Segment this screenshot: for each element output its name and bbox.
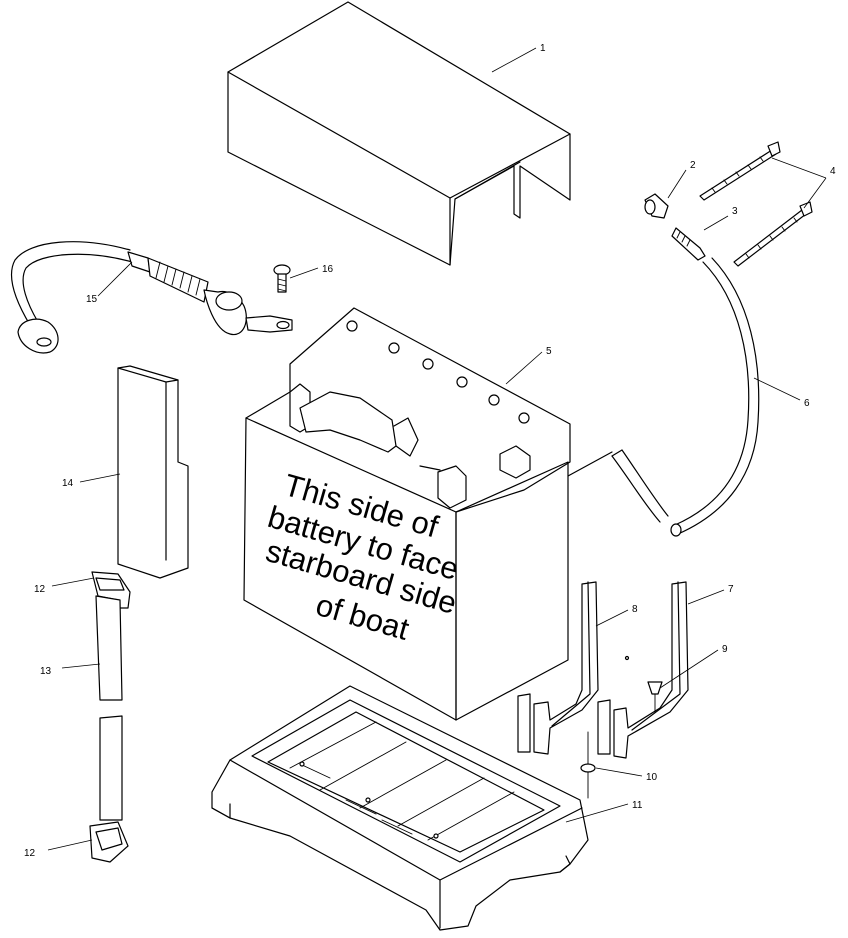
- callout-9: 9: [722, 644, 728, 655]
- callout-12-upper: 12: [34, 584, 46, 595]
- battery-cable: [10, 241, 293, 354]
- callout-5: 5: [546, 346, 552, 357]
- callout-14: 14: [62, 478, 74, 489]
- callout-1: 1: [540, 43, 546, 54]
- callout-11: 11: [632, 800, 643, 811]
- cable-ties: [699, 141, 813, 267]
- vent-fitting: [671, 227, 706, 261]
- vent-hose: [567, 257, 760, 537]
- callout-leaders: [47, 47, 827, 851]
- tray-bracket-left: [517, 581, 599, 755]
- callout-10: 10: [646, 772, 658, 783]
- callout-12-lower: 12: [24, 848, 36, 859]
- battery-cover: [227, 1, 571, 266]
- callout-3: 3: [732, 206, 738, 217]
- hold-down-strap: [89, 571, 131, 863]
- callout-16: 16: [322, 264, 334, 275]
- callout-13: 13: [40, 666, 52, 677]
- spacer-block: [117, 365, 189, 579]
- callout-8: 8: [632, 604, 638, 615]
- tray-bracket-right: [597, 581, 689, 759]
- push-rivet: [580, 731, 596, 799]
- callout-6: 6: [804, 398, 810, 409]
- callout-2: 2: [690, 160, 696, 171]
- callout-numbers: 1 2 3 4 5 6 7 8 9 10 11 12 12 13 14 15 1…: [24, 43, 836, 859]
- callout-7: 7: [728, 584, 734, 595]
- battery: This side of battery to face starboard s…: [243, 307, 571, 721]
- vent-elbow-fitting: [644, 193, 669, 219]
- callout-4: 4: [830, 166, 836, 177]
- callout-15: 15: [86, 294, 98, 305]
- battery-tray: [211, 685, 589, 931]
- terminal-bolt: [273, 264, 291, 293]
- bracket-screw: [647, 681, 663, 713]
